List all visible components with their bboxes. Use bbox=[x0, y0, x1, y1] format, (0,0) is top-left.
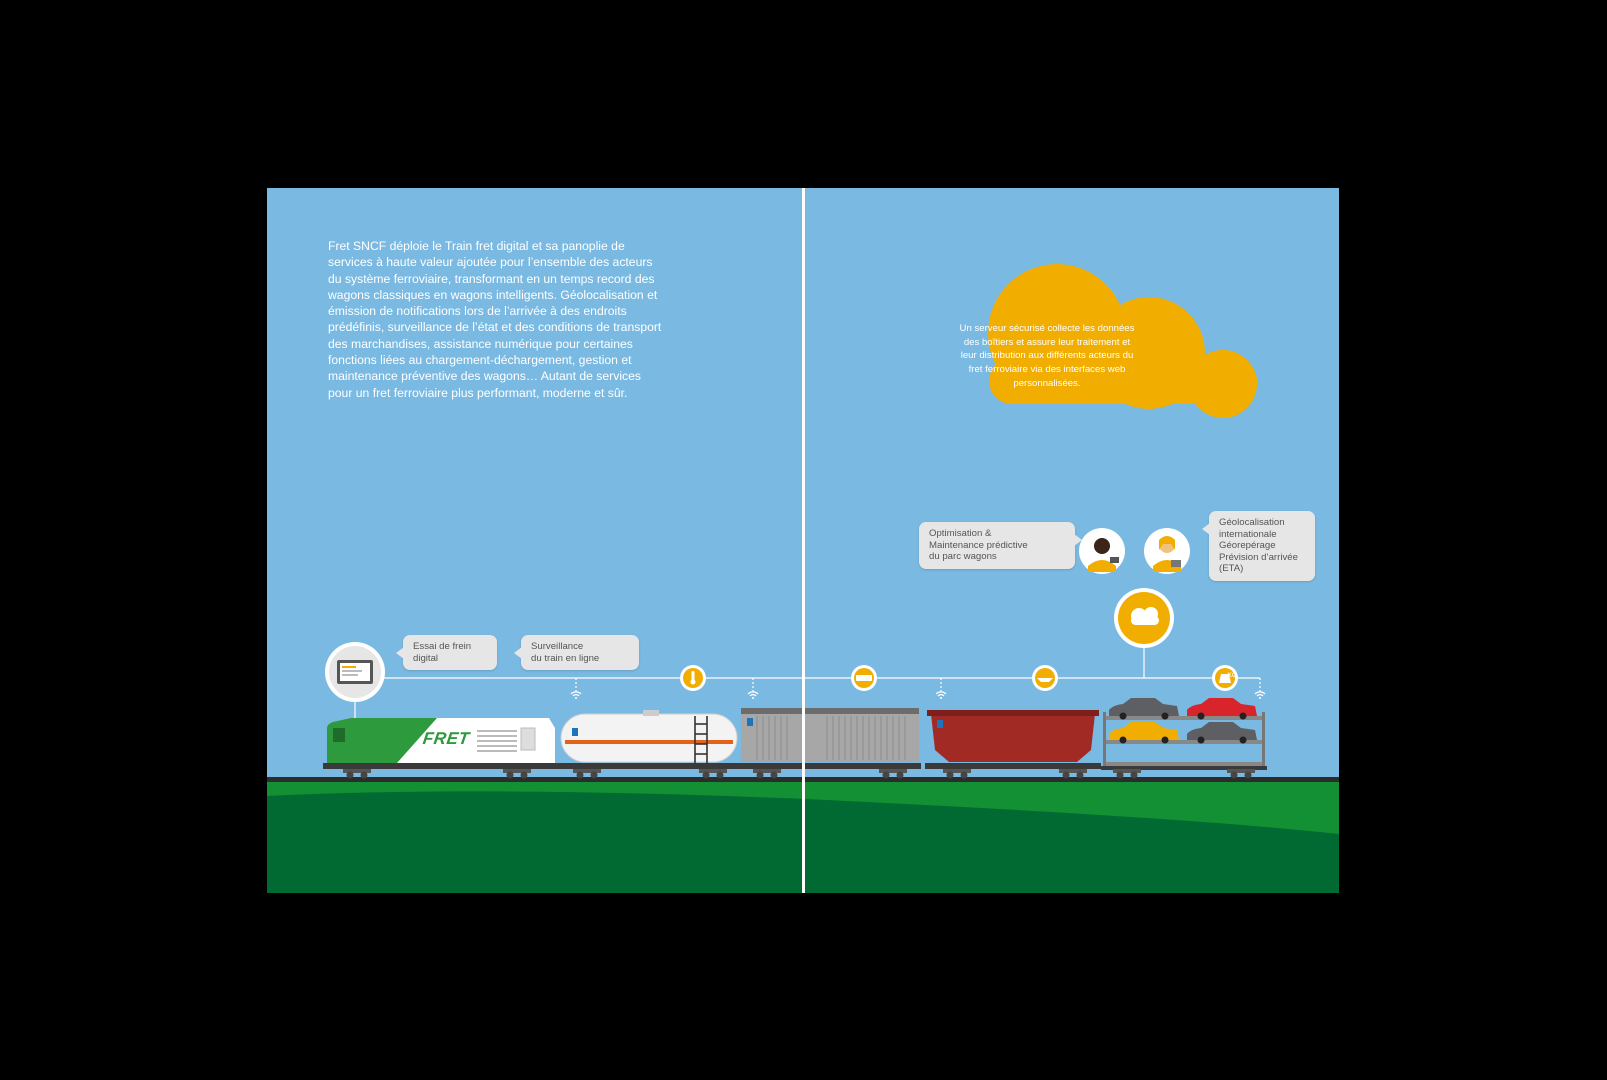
bubble-line: du train en ligne bbox=[531, 652, 600, 664]
bubble-line: Prévision d’arrivée bbox=[1219, 551, 1298, 563]
bubble-line: Maintenance prédictive bbox=[929, 539, 1028, 551]
locomotive bbox=[323, 718, 559, 779]
bubble-brake-test: Essai de frein digital bbox=[396, 635, 497, 670]
tablet-icon bbox=[325, 642, 385, 702]
wifi-icon bbox=[1254, 691, 1266, 700]
bubble-train-monitoring: Surveillance du train en ligne bbox=[514, 635, 639, 670]
operator-avatar-icon bbox=[1079, 528, 1125, 574]
server-cloud-text: Un serveur sécurisé collecte les données… bbox=[959, 323, 1135, 389]
bubble-line: Géolocalisation bbox=[1219, 517, 1285, 528]
gps-tag-icon bbox=[1032, 665, 1058, 691]
tank-wagon bbox=[559, 710, 739, 779]
fret-logo: FRET bbox=[421, 729, 471, 748]
wifi-icon bbox=[935, 691, 947, 700]
bubble-line: Surveillance bbox=[531, 641, 584, 652]
bubble-geolocation: Géolocalisation internationale Géorepéra… bbox=[1202, 511, 1315, 581]
weight-icon bbox=[1212, 665, 1238, 691]
door-sensor-icon bbox=[851, 665, 877, 691]
bubble-predictive-maintenance: Optimisation & Maintenance prédictive du… bbox=[919, 522, 1082, 569]
server-cloud bbox=[988, 264, 1257, 418]
geolocation-agent-avatar-icon bbox=[1144, 528, 1190, 574]
bubble-line: Essai de frein bbox=[413, 641, 472, 652]
car-carrier-wagon bbox=[1101, 698, 1267, 779]
weight-label: KG bbox=[1227, 673, 1237, 679]
bubble-line: internationale bbox=[1219, 528, 1277, 540]
brochure-spread: Fret SNCF déploie le Train fret digital … bbox=[267, 188, 1339, 893]
grass-slope bbox=[267, 782, 1339, 834]
intro-paragraph: Fret SNCF déploie le Train fret digital … bbox=[328, 239, 662, 400]
bubble-line: du parc wagons bbox=[929, 551, 997, 562]
page-fold bbox=[802, 188, 805, 893]
bubble-line: (ETA) bbox=[1219, 563, 1244, 574]
bubble-line: digital bbox=[413, 652, 439, 664]
hub-cloud-icon bbox=[1114, 588, 1174, 648]
hub-label: HUB bbox=[1141, 613, 1155, 619]
thermometer-icon bbox=[680, 665, 706, 691]
bubble-line: Optimisation & bbox=[929, 528, 992, 539]
covered-wagon bbox=[739, 708, 921, 779]
bubble-line: Géorepérage bbox=[1219, 540, 1276, 551]
hopper-wagon bbox=[925, 710, 1101, 779]
wifi-icon bbox=[570, 691, 582, 700]
wifi-icon bbox=[747, 691, 759, 700]
